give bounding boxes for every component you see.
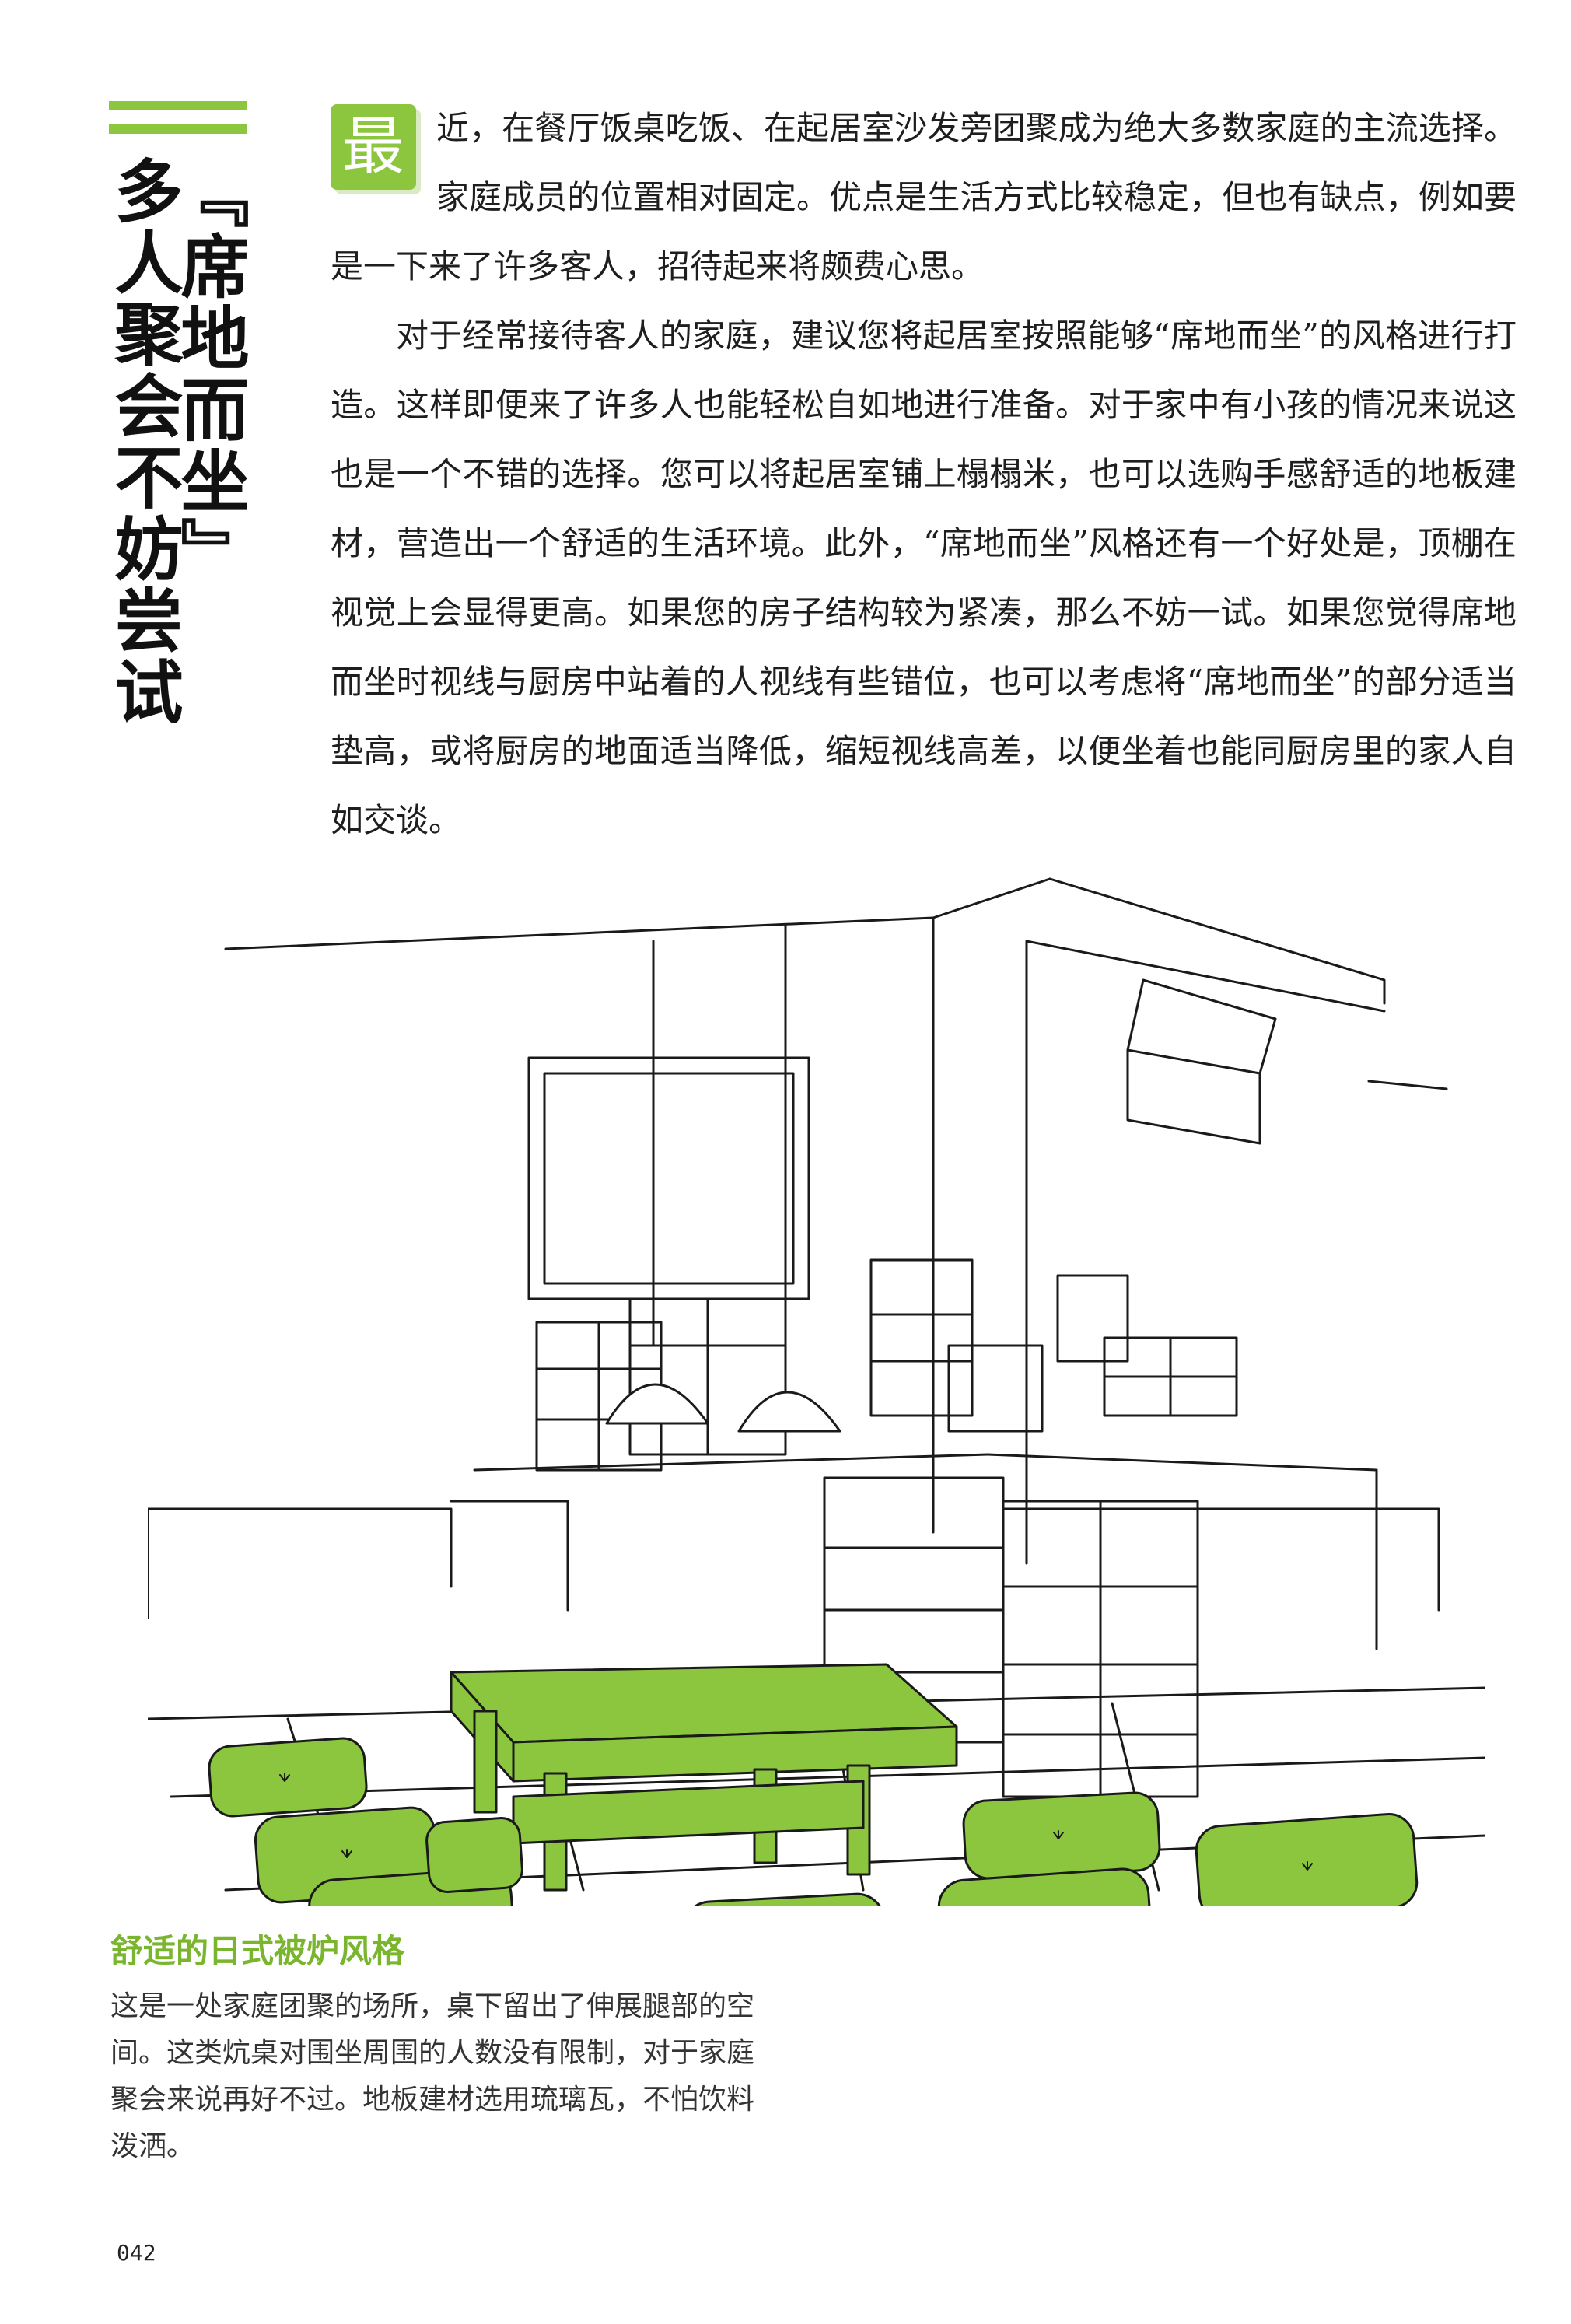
decorative-line-bottom [109, 124, 247, 134]
dropcap: 最 [331, 104, 416, 190]
paragraph-1: 最 近，在餐厅饭桌吃饭、在起居室沙发旁团聚成为绝大多数家庭的主流选择。家庭成员的… [331, 93, 1517, 301]
page-title: 多人聚会不妨尝试 [103, 156, 184, 728]
page-number: 042 [117, 2240, 156, 2266]
paragraph-1-text: 近，在餐厅饭桌吃饭、在起居室沙发旁团聚成为绝大多数家庭的主流选择。家庭成员的位置… [331, 109, 1517, 285]
page-subtitle: 『席地而坐』 [170, 159, 250, 589]
caption-title: 舒适的日式被炉风格 [110, 1932, 405, 1970]
paragraph-2: 对于经常接待客人的家庭，建议您将起居室按照能够“席地而坐”的风格进行打造。这样即… [331, 317, 1517, 839]
article-body: 最 近，在餐厅饭桌吃饭、在起居室沙发旁团聚成为绝大多数家庭的主流选择。家庭成员的… [331, 93, 1517, 855]
caption-body: 这是一处家庭团聚的场所，桌下留出了伸展腿部的空间。这类炕桌对围坐周围的人数没有限… [110, 1990, 755, 2162]
kotatsu-room-illustration [148, 877, 1485, 1906]
decorative-line-top [109, 101, 247, 110]
